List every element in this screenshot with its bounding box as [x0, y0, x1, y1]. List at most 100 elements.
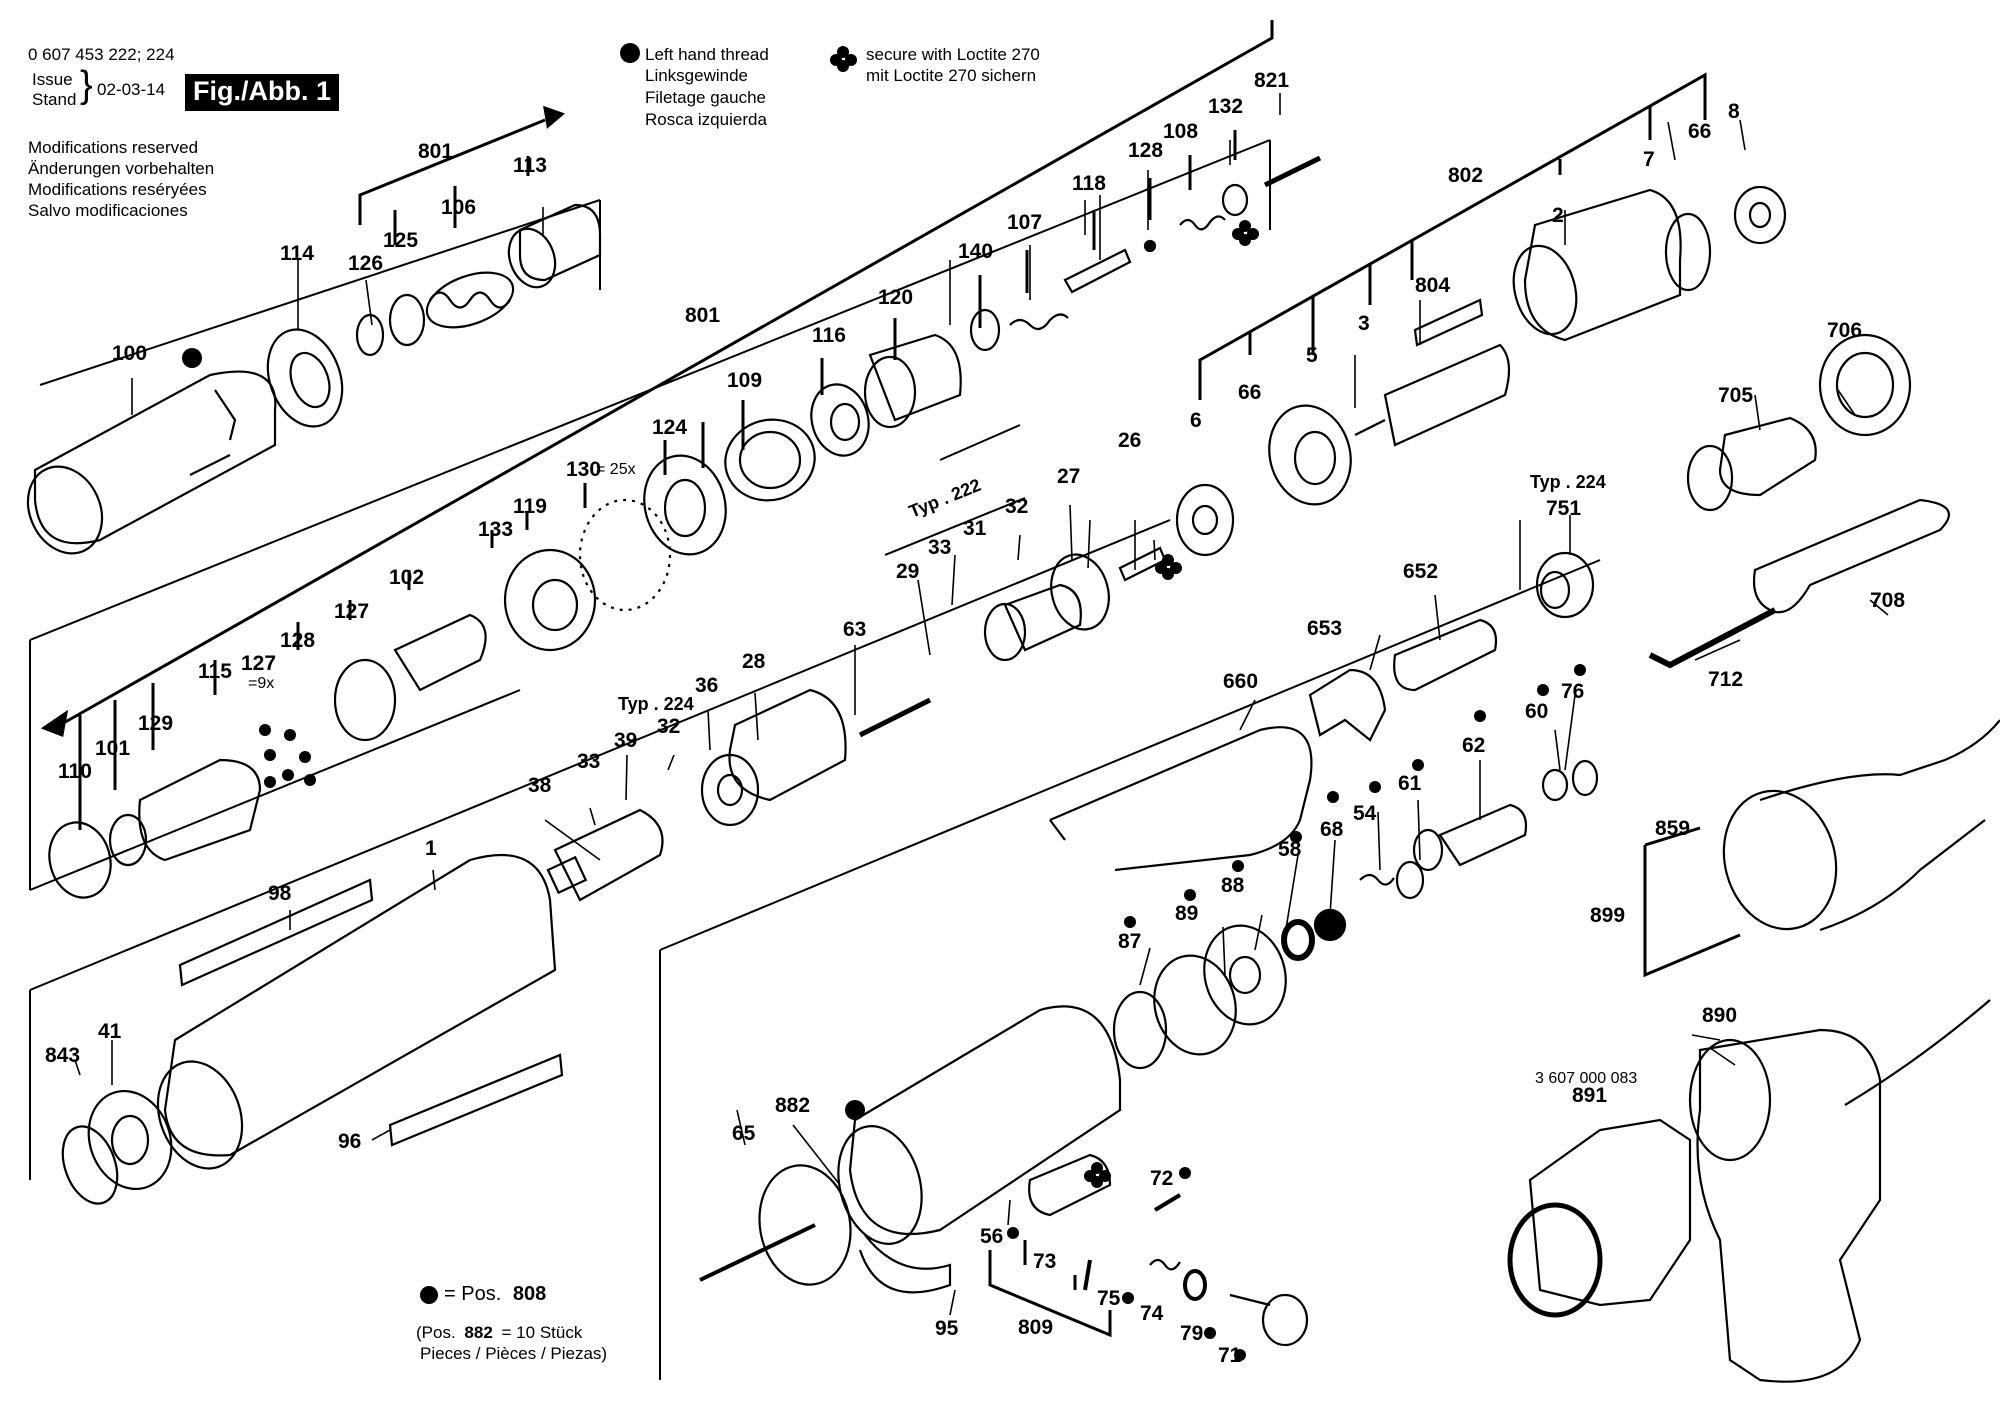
left-hand-thread-de: Linksgewinde	[645, 66, 749, 85]
callout-32-top: 32	[1005, 495, 1028, 518]
callout-124: 124	[652, 416, 687, 439]
callout-802: 802	[1448, 164, 1483, 187]
part-38-planet-carrier	[546, 808, 664, 902]
part-102-shaft	[333, 613, 487, 742]
callout-79: 79	[1180, 1322, 1203, 1345]
callout-28: 28	[742, 650, 766, 673]
part-58-oring	[1281, 919, 1315, 961]
part-804-blade	[1413, 298, 1484, 347]
callout-120: 120	[878, 286, 913, 309]
typ-222-label: Typ . 222	[906, 475, 984, 522]
callout-127-top: 127	[334, 600, 369, 623]
callout-75: 75	[1097, 1287, 1121, 1310]
left-hand-thread-es: Rosca izquierda	[645, 110, 767, 129]
callout-1: 1	[425, 837, 437, 860]
callout-66-mid: 66	[1238, 381, 1261, 404]
callout-127-low: 127	[241, 652, 276, 675]
callout-116: 116	[812, 324, 846, 347]
callout-652: 652	[1403, 560, 1438, 583]
loctite-de: mit Loctite 270 sichern	[866, 66, 1037, 85]
callout-32-low: 32	[657, 715, 680, 738]
ref-3607-label: 3 607 000 083	[1535, 1070, 1637, 1087]
callout-129: 129	[138, 712, 173, 735]
part-133-130-balls	[503, 498, 672, 652]
pos-808-number: 808	[512, 1283, 547, 1305]
callout-89: 89	[1175, 902, 1198, 925]
callout-882: 882	[775, 1094, 810, 1117]
issue-label: Issue	[32, 70, 73, 89]
callout-115: 115	[198, 660, 232, 683]
callout-98: 98	[268, 882, 292, 905]
callout-71: 71	[1218, 1344, 1242, 1367]
callout-118: 118	[1072, 172, 1106, 195]
part-653-clamp	[1308, 668, 1387, 742]
part-120-cylinder	[863, 333, 962, 429]
callout-8: 8	[1728, 100, 1740, 123]
part-708-wrench	[1752, 498, 1950, 614]
part-27-ring	[1050, 553, 1110, 631]
callout-33-low: 33	[577, 750, 600, 773]
callout-88: 88	[1221, 874, 1245, 897]
callout-114: 114	[280, 242, 314, 265]
part-652-connector	[1393, 618, 1498, 692]
part-75-pin	[1083, 1259, 1092, 1291]
part-660-wire-bracket	[1049, 726, 1313, 872]
callout-100: 100	[112, 342, 147, 365]
qty-9x-label: =9x	[248, 675, 274, 692]
callout-130: 130	[566, 458, 601, 481]
callout-125: 125	[383, 229, 418, 252]
pos-808-text: = Pos. 808	[444, 1283, 546, 1306]
callout-2: 2	[1552, 204, 1564, 227]
loctite-markers	[830, 46, 1259, 1188]
footnote-line2: Pieces / Pièces / Piezas)	[420, 1344, 608, 1363]
callout-106: 106	[441, 196, 476, 219]
part-41-bearing	[87, 1089, 173, 1191]
callout-705: 705	[1718, 384, 1753, 407]
loctite-en: secure with Loctite 270	[866, 45, 1040, 64]
modifications-fr: Modifications reséryées	[28, 180, 207, 199]
part-95-shield	[858, 1234, 952, 1294]
callout-107: 107	[1007, 211, 1042, 234]
part-116-plate	[810, 383, 870, 457]
callout-87: 87	[1118, 930, 1141, 953]
callout-58: 58	[1278, 838, 1302, 861]
part-113-knurled-nut	[507, 203, 602, 289]
modifications-es: Salvo modificaciones	[28, 201, 188, 220]
part-821-pin	[1263, 155, 1322, 188]
part-1-motor-housing	[156, 853, 557, 1170]
part-114-ring	[266, 328, 344, 428]
part-62-valve-stem	[1412, 803, 1528, 872]
footnote-pos-prefix: (Pos.	[416, 1323, 456, 1342]
pos-808-markers	[420, 664, 1586, 1361]
callout-7: 7	[1643, 148, 1655, 171]
part-127-128-balls	[259, 724, 316, 788]
typ-224-label-left: Typ . 224	[618, 694, 694, 714]
left-hand-thread-fr: Filetage gauche	[645, 88, 766, 107]
part-88-plate	[1203, 924, 1287, 1026]
part-96-label	[388, 1053, 564, 1147]
part-74-spring	[1149, 1258, 1181, 1271]
figure-label: Fig./Abb. 1	[185, 74, 339, 111]
callout-76: 76	[1561, 680, 1584, 703]
left-hand-thread-markers	[182, 43, 865, 1120]
part-68-ball	[1313, 908, 1347, 942]
part-number: 0 607 453 222; 224	[28, 45, 175, 64]
callout-36: 36	[695, 674, 718, 697]
part-751-bushing	[1535, 551, 1595, 619]
callout-891: 891	[1572, 1084, 1607, 1107]
callout-821: 821	[1254, 69, 1289, 92]
callout-56: 56	[980, 1225, 1003, 1248]
callout-801-long: 801	[685, 304, 720, 327]
callout-72: 72	[1150, 1167, 1173, 1190]
part-882-oring	[758, 1164, 852, 1286]
callout-108: 108	[1163, 120, 1198, 143]
part-housing-back	[837, 1005, 1122, 1245]
callout-labels: 100 114 126 125 106 801 113 801 124 109 …	[45, 69, 1905, 1367]
part-109-spring	[724, 418, 816, 502]
callout-39: 39	[614, 729, 637, 752]
part-3-rotor	[1354, 343, 1511, 447]
callout-73: 73	[1033, 1250, 1056, 1273]
callout-63: 63	[843, 618, 866, 641]
part-891-angle-head	[1507, 1118, 1692, 1318]
